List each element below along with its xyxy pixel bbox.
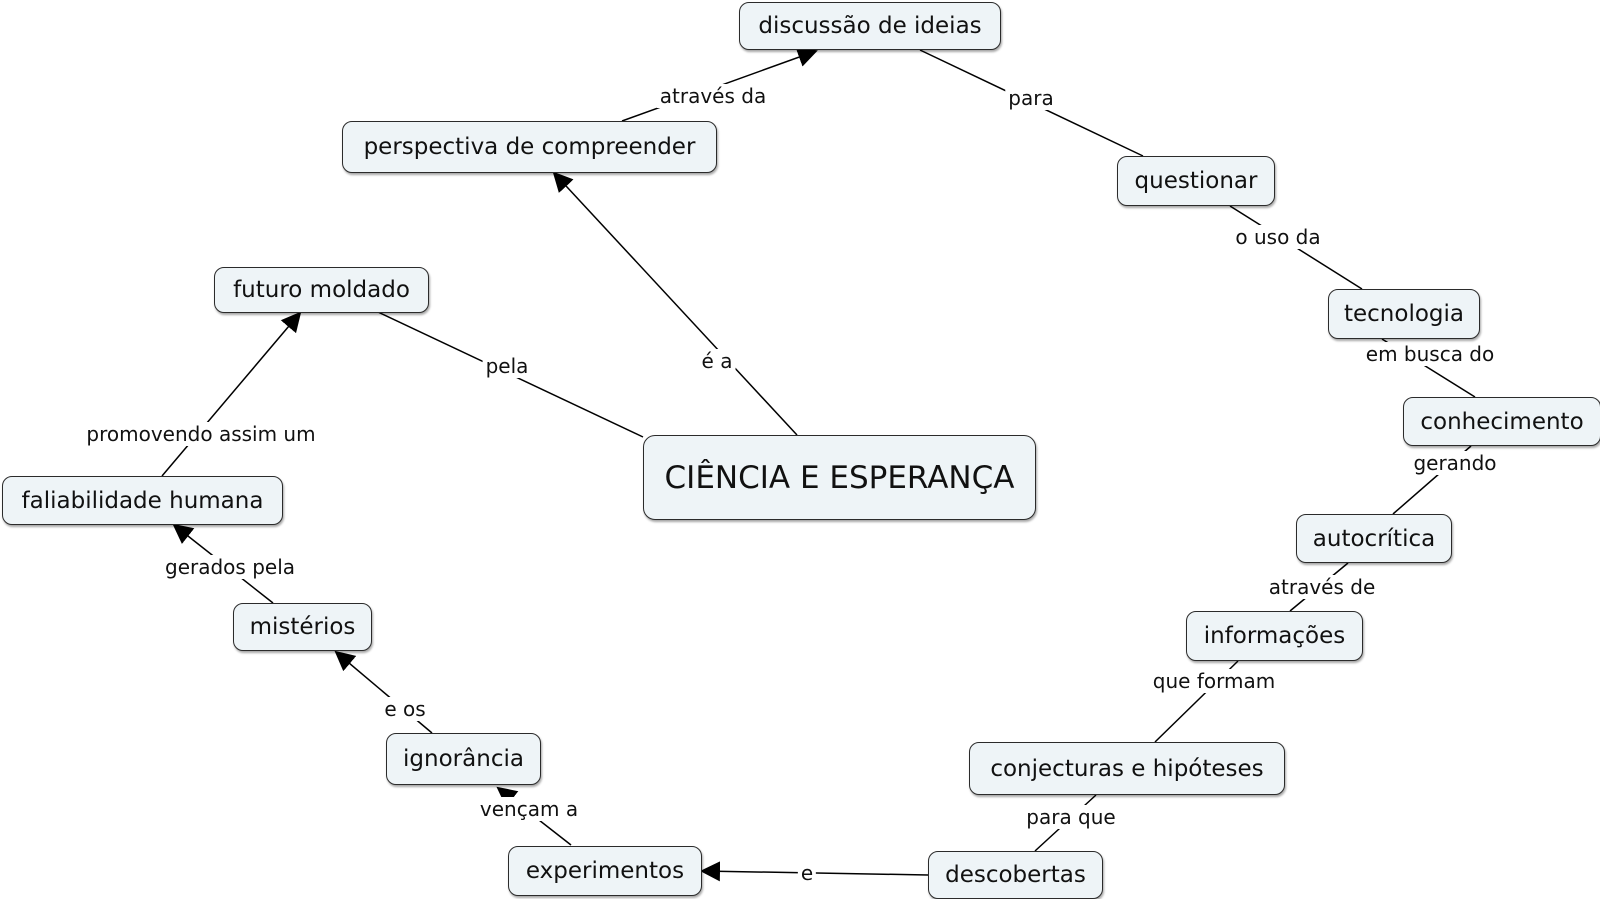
concept-descobertas[interactable]: descobertas — [928, 851, 1103, 899]
concept-futuro-moldado[interactable]: futuro moldado — [214, 267, 429, 313]
link-label-o-uso-da: o uso da — [1232, 225, 1324, 249]
link-label-pela: pela — [482, 354, 532, 378]
link-label-gerados-pela: gerados pela — [162, 555, 298, 579]
concept-faliabilidade-humana[interactable]: faliabilidade humana — [2, 476, 283, 525]
edge-faliabilidade-futuro — [161, 311, 302, 477]
concept-ignorancia[interactable]: ignorância — [386, 733, 541, 785]
concept-misterios[interactable]: mistérios — [233, 603, 372, 651]
concept-autocritica[interactable]: autocrítica — [1296, 514, 1452, 563]
concept-perspectiva-de-compreender[interactable]: perspectiva de compreender — [342, 121, 717, 173]
link-label-gerando: gerando — [1410, 451, 1500, 475]
concept-experimentos[interactable]: experimentos — [508, 846, 702, 896]
concept-conjecturas-e-hipoteses[interactable]: conjecturas e hipóteses — [969, 742, 1285, 795]
link-label-vencam-a: vençam a — [476, 797, 582, 821]
concept-informacoes[interactable]: informações — [1186, 611, 1363, 661]
link-label-e-a: é a — [698, 349, 736, 373]
concept-tecnologia[interactable]: tecnologia — [1328, 289, 1480, 339]
link-label-promovendo: promovendo assim um — [83, 422, 319, 446]
edge-ciencia-perspectiva — [552, 171, 798, 436]
concept-discussao-de-ideias[interactable]: discussão de ideias — [739, 2, 1001, 50]
link-label-atraves-da: através da — [656, 84, 770, 108]
link-label-que-formam: que formam — [1149, 669, 1279, 693]
concept-ciencia-e-esperanca[interactable]: CIÊNCIA E ESPERANÇA — [643, 435, 1036, 520]
link-label-atraves-de: através de — [1265, 575, 1379, 599]
link-label-para: para — [1005, 86, 1057, 110]
concept-questionar[interactable]: questionar — [1117, 156, 1275, 206]
link-label-e: e — [797, 861, 817, 885]
link-label-para-que: para que — [1023, 805, 1119, 829]
link-label-e-os: e os — [381, 697, 429, 721]
link-label-em-busca-do: em busca do — [1362, 342, 1498, 366]
concept-conhecimento[interactable]: conhecimento — [1403, 397, 1600, 446]
